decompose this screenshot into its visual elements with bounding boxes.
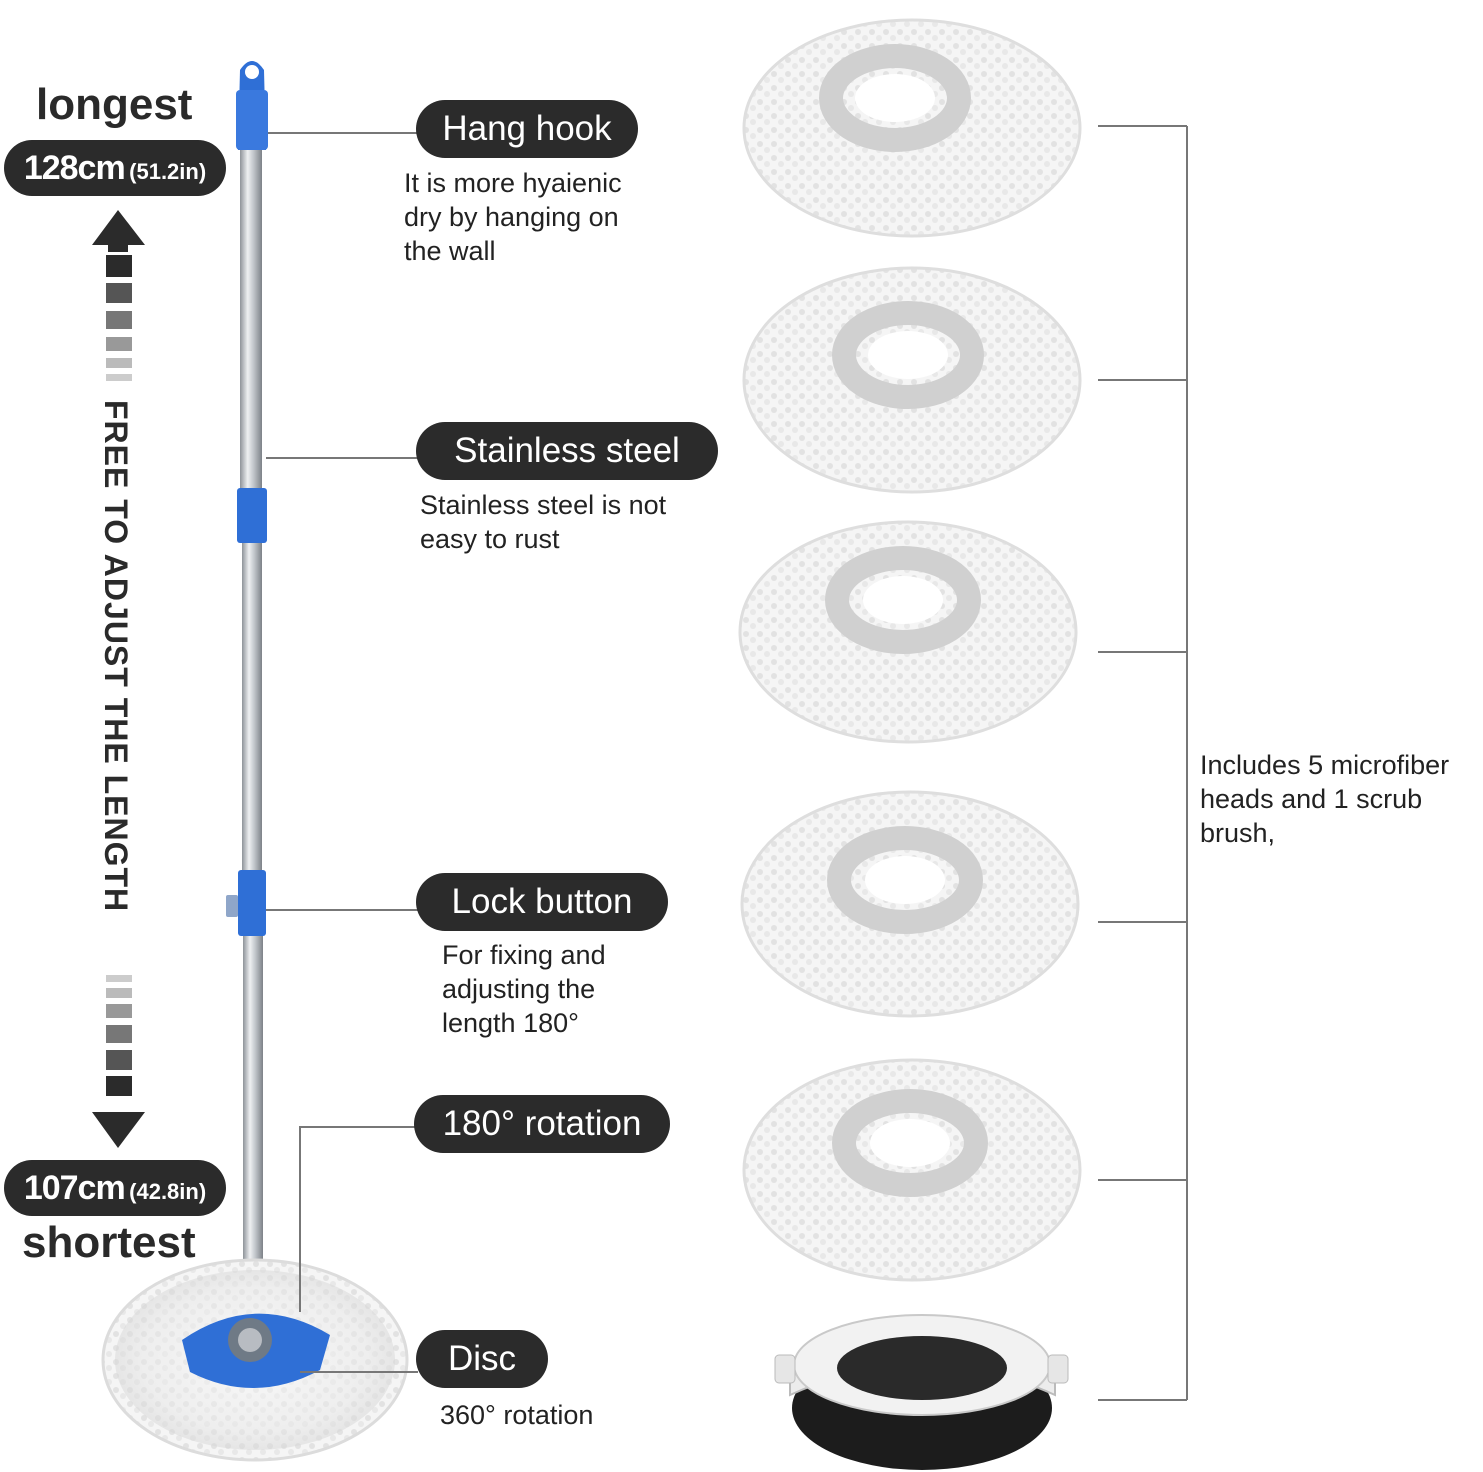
hang-hook-description: It is more hyaienic dry by hanging on th… [404, 166, 622, 268]
includes-line: heads and 1 scrub [1200, 784, 1423, 814]
longest-unit: (51.2in) [129, 159, 207, 184]
mop-heads [738, 18, 1082, 1470]
description-line: dry by hanging on [404, 202, 619, 232]
adjust-length-label: FREE TO ADJUST THE LENGTH [90, 400, 150, 960]
description-line: adjusting the [442, 974, 596, 1004]
shortest-unit: (42.8in) [129, 1179, 207, 1204]
lock-button-description: For fixing and adjusting the length 180° [442, 938, 606, 1040]
shortest-value: 107cm [23, 1169, 126, 1207]
stainless-steel-title: Stainless steel [416, 422, 718, 480]
scrub-brush [774, 1314, 1069, 1470]
description-line: Stainless steel is not [420, 490, 667, 520]
longest-value: 128cm [23, 149, 126, 187]
mop-base [101, 1258, 409, 1462]
description-line: length 180° [442, 1008, 579, 1038]
disc-description: 360° rotation [440, 1398, 593, 1432]
includes-description: Includes 5 microfiber heads and 1 scrub … [1200, 748, 1449, 850]
hang-hook-title: Hang hook [416, 100, 638, 158]
description-line: the wall [404, 236, 496, 266]
description-line: 360° rotation [440, 1400, 594, 1430]
mop-head-1 [742, 18, 1082, 238]
stainless-steel-description: Stainless steel is not easy to rust [420, 488, 666, 556]
includes-line: Includes 5 microfiber [1200, 750, 1450, 780]
lock-button-title: Lock button [416, 873, 668, 931]
shortest-size-badge: 107cm (42.8in) [4, 1160, 226, 1216]
mop-head-3 [738, 520, 1078, 744]
rotation-title: 180° rotation [414, 1095, 670, 1153]
mop-head-5 [742, 1058, 1082, 1282]
description-line: For fixing and [442, 940, 606, 970]
disc-title: Disc [416, 1330, 548, 1388]
longest-size-badge: 128cm (51.2in) [4, 140, 226, 196]
description-line: easy to rust [420, 524, 560, 554]
shortest-label: shortest [22, 1218, 196, 1267]
includes-line: brush, [1200, 818, 1276, 848]
adjust-length-text: FREE TO ADJUST THE LENGTH [98, 400, 134, 913]
connector-lines [266, 132, 418, 1373]
description-line: It is more hyaienic [404, 168, 622, 198]
longest-label: longest [36, 80, 193, 129]
mop-pole [226, 61, 268, 1265]
includes-bracket [1098, 125, 1188, 1401]
mop-head-4 [740, 790, 1080, 1018]
mop-head-2 [742, 266, 1082, 494]
length-arrow [92, 210, 145, 1148]
